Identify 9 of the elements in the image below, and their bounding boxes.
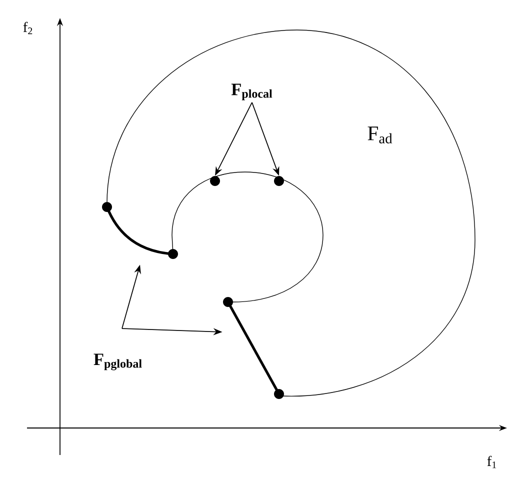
axis-label: f$_{2}$	[23, 22, 32, 34]
region-label: F$_{ad}$	[368, 126, 392, 144]
region-label: F$_{plocal}$	[231, 84, 272, 100]
thick-curve	[223, 297, 284, 399]
axis-label: f$_{1}$	[487, 456, 496, 468]
point-dot	[274, 176, 284, 186]
thick-curve	[102, 202, 178, 259]
point-dot	[210, 176, 220, 186]
region-label: F$_{pglobal}$	[94, 354, 142, 370]
